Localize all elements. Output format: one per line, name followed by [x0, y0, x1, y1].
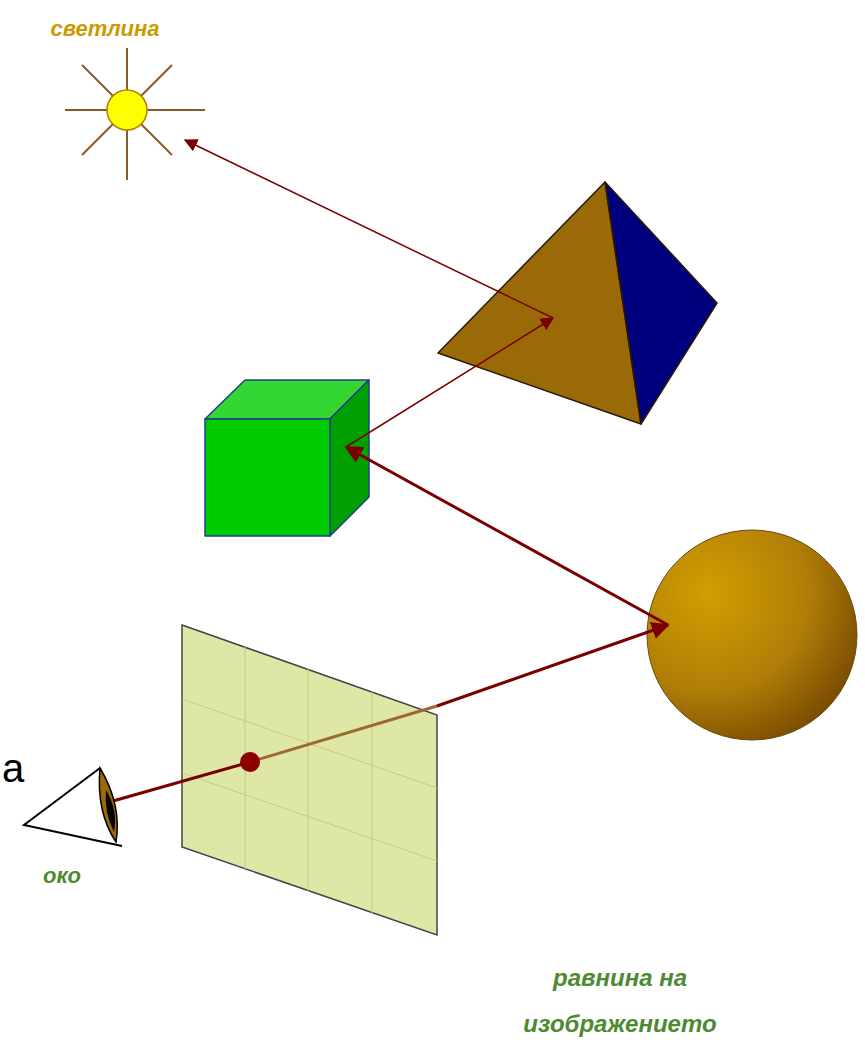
light-source [65, 48, 205, 180]
pyramid [438, 182, 717, 424]
light-label: светлина [0, 8, 210, 50]
image-plane [182, 625, 437, 935]
eye-label: око [22, 855, 102, 897]
eye [24, 768, 122, 846]
plane-label: равнина на изображението [470, 955, 770, 1046]
rays [113, 140, 668, 801]
letter-label: а [2, 730, 42, 806]
cube [205, 380, 369, 536]
sphere [647, 530, 857, 740]
